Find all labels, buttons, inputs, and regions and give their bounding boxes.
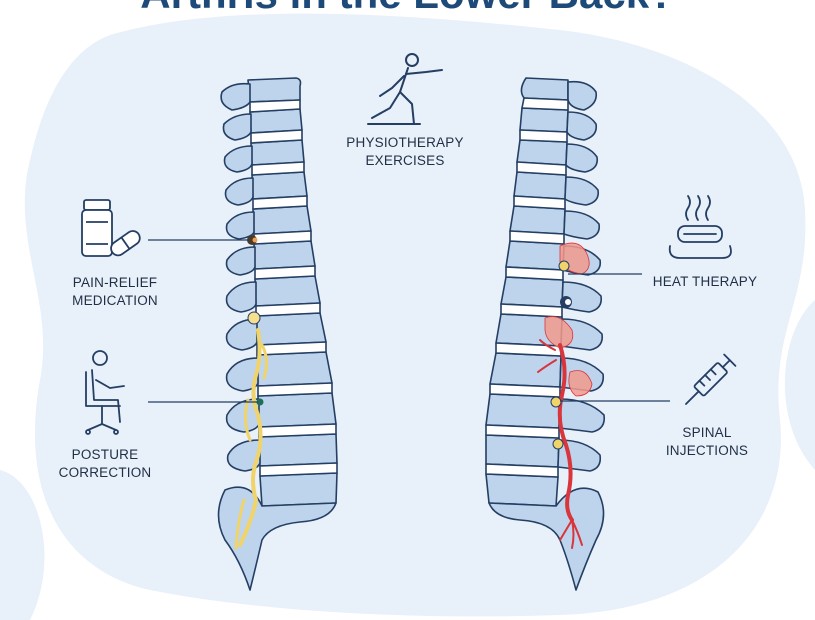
- posture-label: POSTURE CORRECTION: [58, 447, 152, 480]
- right-nerve-pain: [537, 339, 583, 549]
- left-spine: [217, 77, 338, 591]
- syringe-icon: [685, 353, 737, 405]
- background-blob: [24, 13, 806, 617]
- right-spine: [485, 77, 606, 591]
- spinal-injections-label: SPINAL INJECTIONS: [665, 425, 749, 458]
- left-sacrum: [217, 486, 337, 591]
- background-blob: [0, 470, 45, 620]
- exercising-person-icon: [367, 53, 443, 125]
- right-sacrum: [488, 487, 605, 591]
- right-vertebral-bodies: [485, 77, 569, 507]
- right-discs: [485, 97, 569, 478]
- pain-relief-label: PAIN-RELIEF MEDICATION: [72, 275, 158, 308]
- left-nerve-irritation: [234, 235, 269, 550]
- background-blob: [784, 300, 815, 470]
- connector-lines: [148, 239, 670, 403]
- pill-bottle-icon: [81, 199, 141, 257]
- heat-therapy-label: HEAT THERAPY: [652, 274, 758, 289]
- seated-person-chair-icon: [85, 350, 125, 435]
- page-title: Arthris in the Lower Back?: [0, 0, 815, 18]
- left-facet-processes: [220, 82, 261, 472]
- physiotherapy-label: PHYSIOTHERAPY EXERCISES: [346, 135, 464, 168]
- heat-pad-icon: [668, 195, 732, 259]
- right-irritation-markers: [550, 260, 572, 450]
